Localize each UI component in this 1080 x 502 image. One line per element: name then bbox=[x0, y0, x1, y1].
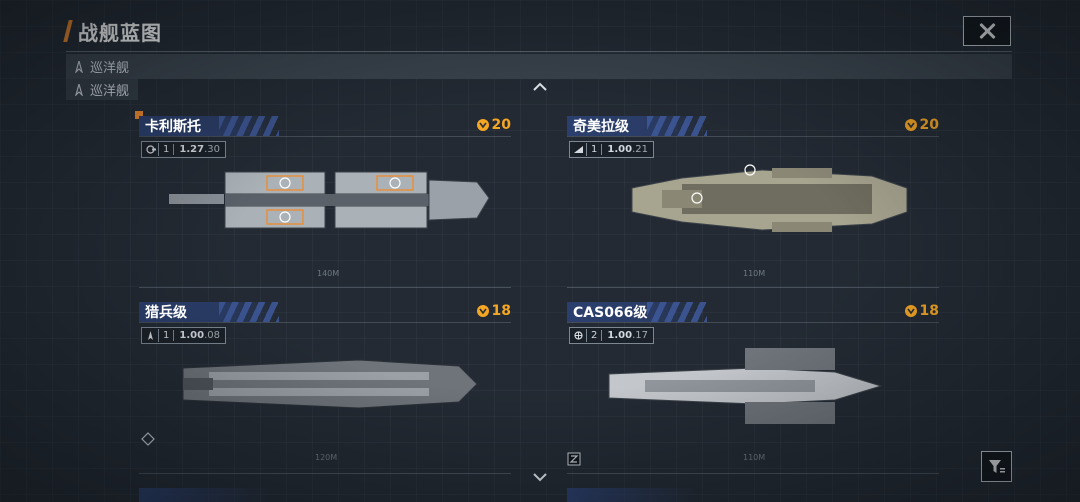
filter-icon bbox=[988, 459, 1005, 473]
ship-cost-value: 18 bbox=[491, 303, 511, 319]
ship-ratio-sub: .21 bbox=[632, 144, 648, 155]
ship-name: 奇美拉级 bbox=[573, 119, 629, 135]
card-bottom-divider bbox=[567, 473, 939, 474]
ship-name: CAS066级 bbox=[573, 305, 648, 321]
ship-length-label: 140M bbox=[317, 269, 340, 278]
ship-blueprint-image bbox=[608, 348, 883, 424]
card-divider bbox=[567, 136, 939, 137]
ship-cost-value: 20 bbox=[491, 117, 511, 133]
page-title: 战舰蓝图 bbox=[78, 20, 162, 45]
title-bar: 战舰蓝图 bbox=[63, 16, 162, 46]
ship-card-cas066[interactable]: CAS066级 18 2 1.00.17 110M bbox=[567, 302, 939, 474]
ship-name: 猎兵级 bbox=[145, 305, 187, 321]
ship-ratio: 1.00.08 bbox=[174, 330, 225, 341]
card-divider bbox=[139, 322, 511, 323]
ship-type-icon bbox=[570, 143, 587, 156]
ship-length-label: 110M bbox=[743, 453, 766, 462]
cruiser-class-icon bbox=[75, 60, 83, 73]
currency-badge-icon bbox=[476, 305, 489, 317]
card-bottom-divider bbox=[139, 473, 511, 474]
ship-ratio-main: 1.27 bbox=[179, 144, 205, 155]
filter-button[interactable] bbox=[981, 451, 1012, 482]
ship-level: 1 bbox=[159, 144, 175, 155]
category-dropdown-option[interactable]: 巡洋舰 bbox=[66, 79, 138, 100]
ship-blueprint-image bbox=[169, 171, 490, 229]
ship-ratio-main: 1.00 bbox=[179, 330, 205, 341]
title-divider bbox=[66, 51, 1012, 52]
ship-type-icon bbox=[570, 329, 587, 342]
ship-cost: 20 bbox=[476, 117, 511, 133]
ship-name-bar: CAS066级 bbox=[567, 302, 707, 322]
ship-cost: 18 bbox=[904, 303, 939, 319]
ship-level: 1 bbox=[587, 144, 603, 155]
ship-level: 2 bbox=[587, 330, 603, 341]
ship-stat-box: 1 1.00.08 bbox=[141, 327, 226, 344]
ship-level: 1 bbox=[159, 330, 175, 341]
category-option-label: 巡洋舰 bbox=[90, 84, 130, 99]
title-accent bbox=[63, 20, 73, 42]
name-bar-stripes bbox=[647, 302, 707, 322]
ship-cost-value: 18 bbox=[919, 303, 939, 319]
cruiser-class-icon bbox=[75, 83, 83, 96]
currency-badge-icon bbox=[904, 119, 917, 131]
ship-card-callisto[interactable]: 卡利斯托 20 1 1.27.30 140M bbox=[139, 116, 511, 288]
ship-stat-box: 2 1.00.17 bbox=[569, 327, 654, 344]
ship-type-icon bbox=[142, 329, 159, 342]
ship-ratio-main: 1.00 bbox=[607, 330, 633, 341]
ship-ratio-main: 1.00 bbox=[607, 144, 633, 155]
ship-name-bar: 奇美拉级 bbox=[567, 116, 707, 136]
currency-badge-icon bbox=[476, 119, 489, 131]
ship-name-bar: 猎兵级 bbox=[139, 302, 279, 322]
ship-ratio: 1.00.17 bbox=[602, 330, 653, 341]
next-ship-card-peek bbox=[567, 488, 699, 502]
ship-cost-value: 20 bbox=[919, 117, 939, 133]
ship-ratio: 1.00.21 bbox=[602, 144, 653, 155]
category-current-label: 巡洋舰 bbox=[90, 61, 130, 76]
ship-stat-box: 1 1.27.30 bbox=[141, 141, 226, 158]
ship-type-icon bbox=[142, 143, 159, 156]
close-button[interactable] bbox=[963, 16, 1011, 46]
name-bar-stripes bbox=[219, 302, 279, 322]
ship-name: 卡利斯托 bbox=[145, 119, 201, 135]
hexagon-icon bbox=[141, 432, 155, 446]
ship-stat-box: 1 1.00.21 bbox=[569, 141, 654, 158]
currency-badge-icon bbox=[904, 305, 917, 317]
ship-ratio-sub: .08 bbox=[204, 330, 220, 341]
ship-length-label: 120M bbox=[315, 453, 338, 462]
ship-blueprint-image bbox=[182, 359, 478, 409]
ship-blueprint-image bbox=[631, 164, 908, 232]
tier-badge-icon bbox=[567, 452, 581, 466]
card-bottom-divider bbox=[567, 287, 939, 288]
ship-name-bar: 卡利斯托 bbox=[139, 116, 279, 136]
ship-ratio-sub: .30 bbox=[204, 144, 220, 155]
card-bottom-divider bbox=[139, 287, 511, 288]
ship-ratio: 1.27.30 bbox=[174, 144, 225, 155]
ship-length-label: 110M bbox=[743, 269, 766, 278]
ship-card-hunter[interactable]: 猎兵级 18 1 1.00.08 120M bbox=[139, 302, 511, 474]
chevron-down-icon[interactable] bbox=[533, 473, 547, 482]
name-bar-stripes bbox=[647, 116, 707, 136]
chevron-up-icon[interactable] bbox=[533, 82, 547, 91]
card-divider bbox=[567, 322, 939, 323]
ship-cost: 18 bbox=[476, 303, 511, 319]
category-filter-bar[interactable]: 巡洋舰 bbox=[66, 54, 1012, 79]
ship-card-chimera[interactable]: 奇美拉级 20 1 1.00.21 110M bbox=[567, 116, 939, 288]
name-bar-stripes bbox=[219, 116, 279, 136]
card-divider bbox=[139, 136, 511, 137]
next-ship-card-peek bbox=[139, 488, 271, 502]
ship-ratio-sub: .17 bbox=[632, 330, 648, 341]
ship-cost: 20 bbox=[904, 117, 939, 133]
